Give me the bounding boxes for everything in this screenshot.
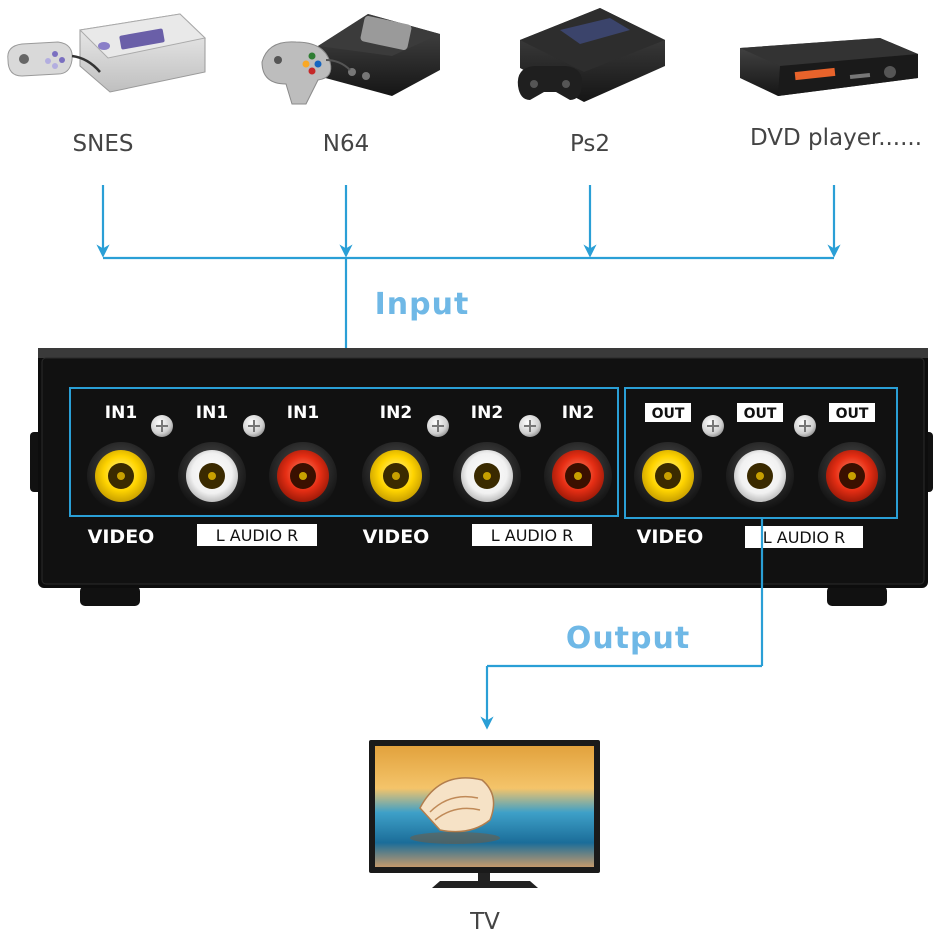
screw-icon	[151, 415, 173, 437]
device-label-snes: SNES	[73, 131, 134, 157]
dvd-player-icon	[740, 38, 918, 96]
screw-icon	[702, 415, 724, 437]
device-labels: SNES N64 Ps2 DVD player......	[73, 125, 923, 157]
rca-jack-in2-video	[362, 442, 430, 510]
screw-icon	[243, 415, 265, 437]
caption-video-out: VIDEO	[637, 526, 704, 548]
port-label-in1-audio-r: IN1	[287, 403, 319, 423]
rca-jack-in1-video	[87, 442, 155, 510]
ps2-console-icon	[517, 8, 665, 102]
caption-audio-in2: L AUDIO R	[491, 526, 574, 545]
device-label-dvd-player: DVD player......	[750, 125, 922, 151]
port-label-in2-audio-l: IN2	[471, 403, 503, 423]
caption-audio-out: L AUDIO R	[763, 528, 846, 547]
port-label-out-video: OUT	[652, 406, 685, 422]
switch-left-foot	[80, 586, 140, 606]
port-label-in1-video: IN1	[105, 403, 137, 423]
input-ports-frame	[69, 387, 619, 517]
input-label: Input	[375, 287, 470, 322]
rca-jack-in1-audio-l	[178, 442, 246, 510]
device-label-n64: N64	[323, 131, 369, 157]
av-switch-box: IN1 IN1 IN1 IN2 IN2 IN2 OUT OUT OUT	[30, 348, 933, 606]
screw-icon	[427, 415, 449, 437]
rca-jack-in2-audio-l	[453, 442, 521, 510]
rca-jacks	[87, 442, 886, 510]
switch-right-foot	[827, 586, 887, 606]
port-label-in2-video: IN2	[380, 403, 412, 423]
screw-icon	[519, 415, 541, 437]
caption-video-in1: VIDEO	[88, 526, 155, 548]
screw-icon	[794, 415, 816, 437]
caption-audio-in1: L AUDIO R	[216, 526, 299, 545]
caption-video-in2: VIDEO	[363, 526, 430, 548]
screws	[151, 415, 816, 437]
port-label-out-audio-r: OUT	[836, 406, 869, 422]
output-arrow	[480, 518, 764, 730]
port-label-out-audio-l: OUT	[744, 406, 777, 422]
rca-jack-out-audio-l	[726, 442, 794, 510]
rca-jack-out-video	[634, 442, 702, 510]
tv-icon	[369, 740, 600, 888]
device-label-ps2: Ps2	[570, 131, 610, 157]
tv-label: TV	[469, 909, 500, 935]
n64-console-icon	[261, 14, 440, 105]
rca-jack-in1-audio-r	[269, 442, 337, 510]
rca-jack-out-audio-r	[818, 442, 886, 510]
rca-jack-in2-audio-r	[544, 442, 612, 510]
snes-console-icon	[7, 13, 207, 93]
port-label-in2-audio-r: IN2	[562, 403, 594, 423]
output-label: Output	[566, 621, 690, 656]
port-label-in1-audio-l: IN1	[196, 403, 228, 423]
